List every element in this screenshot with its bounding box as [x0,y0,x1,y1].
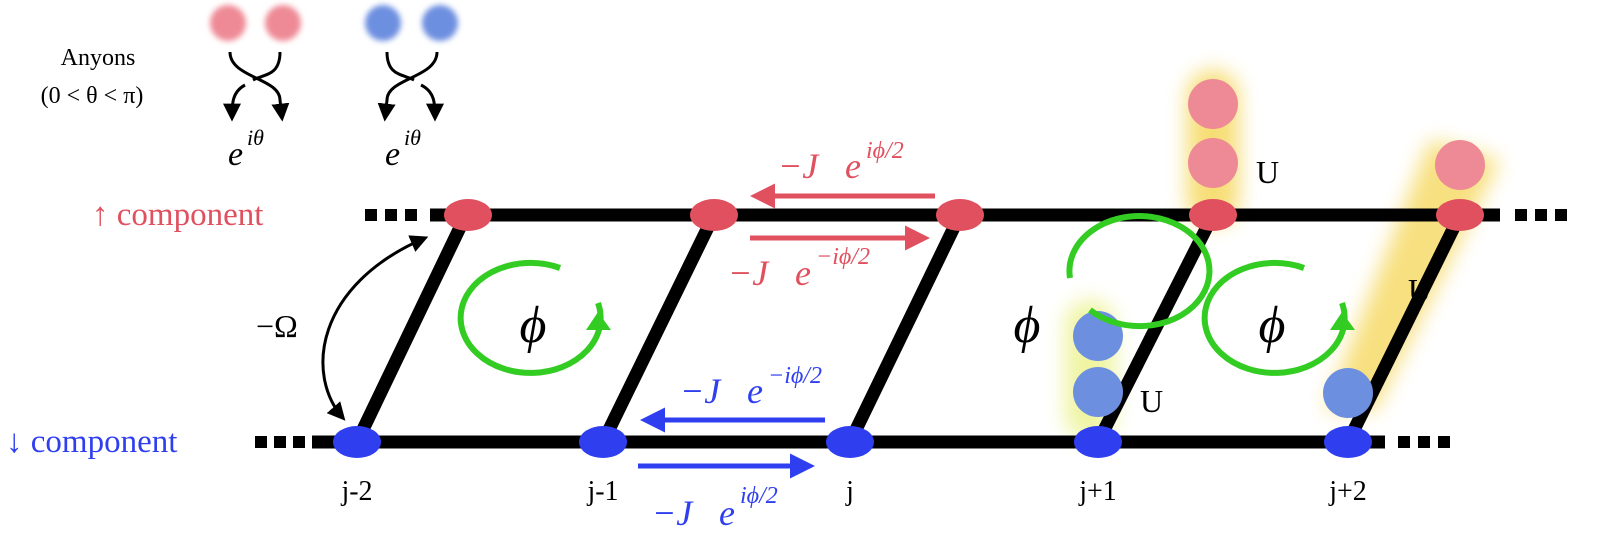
down-site-j-2 [333,426,381,458]
legend-phase-up: e iθ [228,125,264,173]
legend-particle-up-2 [265,5,301,41]
flux-loop-3: ϕ [1201,259,1355,376]
svg-text:−iϕ/2: −iϕ/2 [816,244,870,270]
down-hop-right-label: −J e iϕ/2 [652,483,778,533]
up-component-label: ↑ component [92,197,263,233]
legend-braid-down-strand-2 [377,51,439,122]
up-site-j [936,199,984,231]
legend-condition: (0 < θ < π) [41,83,144,109]
legend-particle-down-1 [365,5,401,41]
svg-text:e: e [228,136,243,173]
legend-particle-down-2 [422,5,458,41]
rung-3 [844,212,966,445]
up-hop-left-label: −J e iϕ/2 [778,138,904,186]
site-label-j+1: j+1 [1078,476,1117,507]
rung-1 [351,212,472,445]
up-site-j-1 [690,199,738,231]
particle-up-j+1-top [1188,79,1238,129]
svg-text:e: e [385,136,400,173]
svg-text:e: e [795,253,811,293]
rung-2 [597,212,720,445]
flux-loop-2: ϕ [1014,213,1213,354]
site-label-j-2: j-2 [340,476,372,507]
legend-braid-up-strand-2b [223,83,246,122]
flux-symbol-2: ϕ [1014,297,1041,354]
particle-up-j+1-bottom [1188,138,1238,188]
down-site-j+1 [1074,426,1122,458]
svg-text:iϕ/2: iϕ/2 [866,138,904,164]
up-site-j+2 [1436,199,1484,231]
svg-text:e: e [747,371,763,411]
svg-text:−J: −J [778,146,820,186]
legend-braid-down-strand-1b [420,83,444,122]
site-label-j-1: j-1 [586,476,618,507]
legend-particle-up-1 [210,5,246,41]
flux-symbol-3: ϕ [1259,297,1286,354]
svg-text:iϕ/2: iϕ/2 [740,483,778,509]
flux-loop-1: ϕ [457,259,611,376]
svg-text:e: e [845,146,861,186]
up-hop-right-label: −J e −iϕ/2 [728,244,870,293]
ladder-lattice [312,208,1500,449]
interaction-label-diagonal: U [1408,272,1431,308]
anyon-legend: Anyons (0 < θ < π) e iθ e iθ [41,5,458,173]
legend-braid-up-strand-1 [228,51,290,122]
ellipsis-down-right [1398,436,1450,448]
down-component-label: ↓ component [6,424,177,460]
ellipsis-down-left [255,436,305,448]
svg-text:−J: −J [652,493,694,533]
legend-title: Anyons [61,45,136,71]
ellipsis-up-left [365,209,417,221]
legend-phase-down: e iθ [385,125,421,173]
rabi-coupling-arrow [321,235,429,421]
svg-text:e: e [719,493,735,533]
svg-text:iθ: iθ [247,125,264,150]
svg-text:−iϕ/2: −iϕ/2 [768,363,822,389]
down-hop-left-label: −J e −iϕ/2 [680,363,822,411]
up-site-j+1 [1189,199,1237,231]
interaction-label-up: U [1256,154,1279,190]
down-site-j-1 [579,426,627,458]
down-site-j [826,426,874,458]
up-site-j-2 [444,199,492,231]
particle-down-j+2 [1323,368,1373,418]
site-label-j+2: j+2 [1328,476,1367,507]
interaction-label-down: U [1140,383,1163,419]
ellipsis-up-right [1515,209,1567,221]
legend-braid-down-strand-1a [385,51,415,82]
svg-text:−J: −J [680,371,722,411]
up-sites [444,199,1484,231]
site-label-j: j [845,476,854,507]
particle-up-j+2 [1435,140,1485,190]
rabi-coupling-label: −Ω [256,308,298,344]
down-site-j+2 [1324,426,1372,458]
legend-braid-up-strand-2a [252,51,282,82]
particle-down-j+1-bottom [1073,367,1123,417]
down-sites [333,426,1372,458]
flux-symbol-1: ϕ [520,297,547,354]
svg-text:−J: −J [728,253,770,293]
svg-text:iθ: iθ [404,125,421,150]
